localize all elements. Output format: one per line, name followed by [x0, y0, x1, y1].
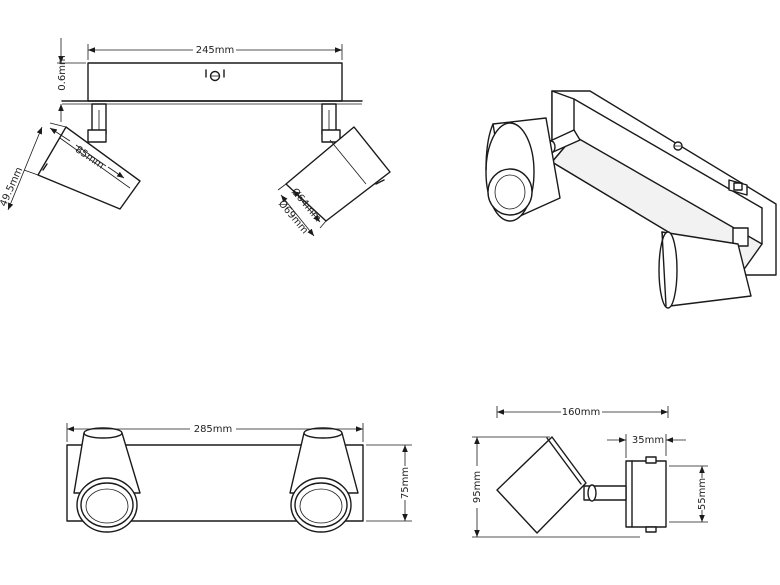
dim-front-length: 285mm — [194, 424, 233, 435]
isometric-view — [485, 90, 777, 309]
front-left-spotlight — [73, 427, 141, 533]
screw-icon — [673, 141, 683, 151]
dim-side-height: 95mm — [472, 471, 483, 503]
dim-head-height: 49.5mm — [0, 166, 25, 209]
front-view: 285mm 75mm — [66, 423, 412, 533]
dim-side-base-height: 55mm — [697, 478, 708, 510]
dim-top-width: 245mm — [196, 45, 235, 56]
dim-side-depth: 160mm — [562, 407, 601, 418]
screw-icon — [205, 69, 225, 82]
dim-front-height: 75mm — [400, 467, 411, 499]
iso-lower-spotlight — [658, 227, 752, 309]
side-view: 160mm 35mm 95mm 55mm — [472, 406, 708, 538]
top-left-spotlight — [37, 103, 141, 210]
switch-icon — [728, 179, 748, 196]
top-view-plate — [87, 62, 343, 102]
dim-plate-thickness: 0.6mm — [57, 55, 68, 90]
side-view-spotlight — [496, 436, 587, 534]
top-view: 245mm 0.6mm 85mm 49.5mm — [0, 38, 391, 236]
iso-upper-spotlight — [485, 117, 581, 222]
front-right-spotlight — [289, 427, 359, 533]
dim-side-base-depth: 35mm — [632, 435, 664, 446]
